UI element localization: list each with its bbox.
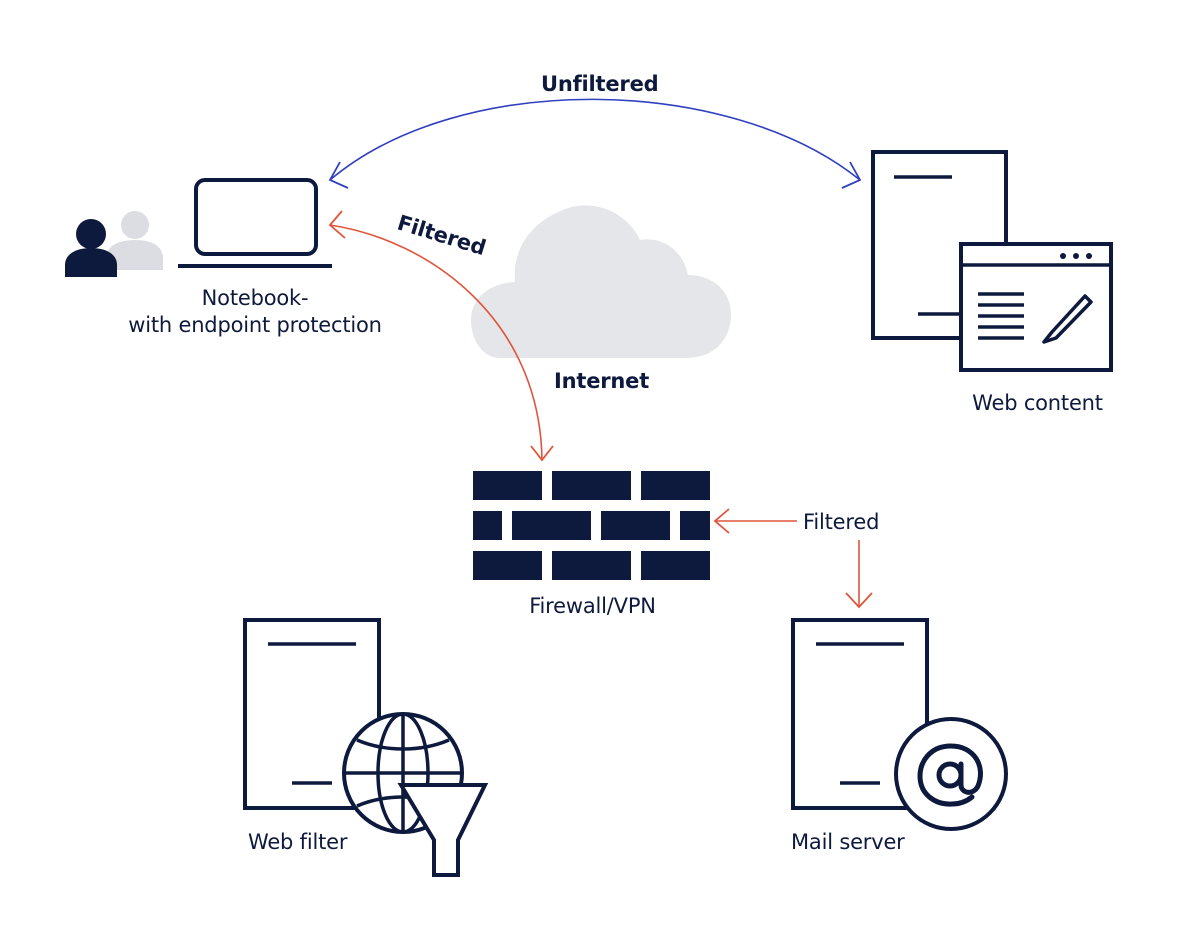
brick-r2-2 — [512, 511, 591, 540]
browser-dot-2 — [1073, 253, 1079, 259]
web-filter-label: Web filter — [248, 830, 348, 854]
server-icon — [243, 618, 381, 810]
cloud-shape — [471, 205, 731, 358]
server-icon — [791, 618, 929, 810]
at-sign-tail — [917, 743, 983, 807]
web-content-icon — [871, 150, 1113, 372]
filtered-internet-arc — [329, 224, 543, 461]
laptop-screen — [194, 178, 318, 256]
filtered-internet-arrowhead-bottom — [530, 445, 554, 462]
pencil-icon — [1042, 294, 1093, 344]
filtered-internet-connection — [328, 210, 554, 462]
at-sign-icon — [894, 717, 1008, 831]
user-icon-front — [65, 219, 117, 277]
funnel-icon — [397, 783, 489, 877]
globe-parallel-north — [356, 738, 450, 751]
brick-r3-3 — [641, 551, 710, 580]
unfiltered-arc — [329, 98, 861, 181]
user-front-head — [76, 219, 106, 249]
web-filter-icon — [243, 618, 489, 877]
filtered-internet-arrowhead-top — [328, 210, 346, 239]
filtered-mail-arrowhead-left — [713, 508, 730, 534]
user-icon — [65, 211, 163, 277]
brick-r1-1 — [473, 471, 542, 500]
brick-wall-icon — [473, 471, 710, 580]
laptop-icon — [178, 178, 332, 268]
brick-r2-3 — [601, 511, 670, 540]
firewall-label: Firewall/VPN — [529, 594, 656, 618]
mail-server-label: Mail server — [791, 830, 905, 854]
cloud-icon — [471, 205, 731, 358]
notebook-label-line2: with endpoint protection — [128, 313, 382, 337]
user-back-body — [106, 240, 163, 270]
unfiltered-connection — [328, 98, 862, 189]
brick-r3-2 — [552, 551, 631, 580]
user-icon-back — [106, 211, 163, 270]
browser-dot-1 — [1060, 253, 1066, 259]
brick-r3-1 — [473, 551, 542, 580]
unfiltered-arrowhead-left — [328, 161, 349, 189]
user-back-head — [121, 211, 149, 239]
unfiltered-arrowhead-right — [841, 161, 862, 189]
brick-r1-2 — [552, 471, 631, 500]
filtered-mail-label: Filtered — [803, 510, 880, 534]
user-front-body — [65, 248, 117, 277]
notebook-label-line1: Notebook- — [201, 286, 309, 310]
brick-r2-1 — [473, 511, 502, 540]
web-content-label: Web content — [972, 391, 1103, 415]
mail-server-icon — [791, 618, 1008, 831]
unfiltered-label: Unfiltered — [541, 72, 659, 96]
brick-r2-4 — [680, 511, 710, 540]
brick-r1-3 — [641, 471, 710, 500]
internet-label: Internet — [554, 369, 650, 393]
filtered-mail-arrowhead-down — [845, 592, 873, 609]
browser-dot-3 — [1086, 253, 1092, 259]
filtered-mail-connection — [713, 508, 873, 609]
